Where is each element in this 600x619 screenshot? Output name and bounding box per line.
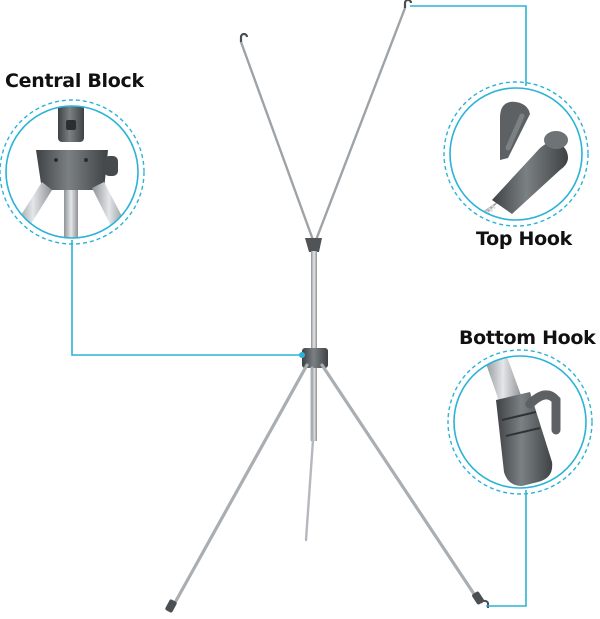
upper-connector-block xyxy=(305,238,322,252)
right-top-hook-icon xyxy=(403,0,413,8)
leader-central-block xyxy=(71,240,302,356)
banner-stand xyxy=(165,0,489,613)
leader-bottom-hook xyxy=(486,490,527,607)
foot-right xyxy=(472,591,484,605)
upper-right-arm xyxy=(314,6,407,242)
bottom-hook-label: Bottom Hook xyxy=(459,327,596,349)
left-top-hook-icon xyxy=(239,32,249,42)
upper-left-arm xyxy=(239,40,315,242)
central-mast xyxy=(311,251,317,441)
bottom-hook-closeup-icon xyxy=(447,349,593,495)
top-hook-closeup-icon xyxy=(443,81,589,227)
leg-rear xyxy=(304,438,315,542)
top-hook-label: Top Hook xyxy=(476,228,572,250)
leg-right xyxy=(320,363,480,602)
bottom-hook-icon xyxy=(480,599,489,608)
leg-left xyxy=(170,363,309,610)
leader-top-hook xyxy=(410,5,527,86)
leader-lines xyxy=(71,5,527,607)
central-block-closeup-icon xyxy=(0,99,145,245)
central-block-label: Central Block xyxy=(5,70,144,92)
foot-left xyxy=(165,599,177,613)
